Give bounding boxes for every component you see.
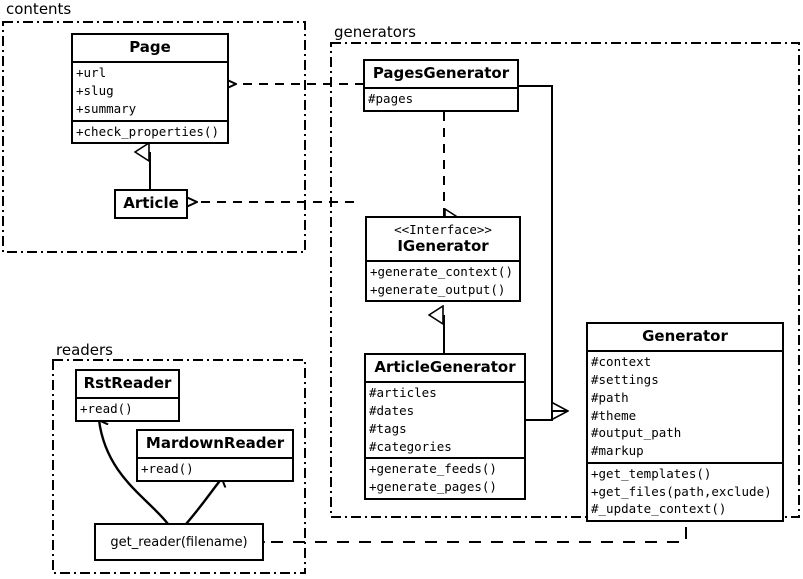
class-methods-page: +check_properties() xyxy=(73,122,227,143)
method: +get_templates() xyxy=(591,465,712,481)
attribute: #articles xyxy=(369,385,437,401)
class-attributes-generator: #context #settings #path #theme #output_… xyxy=(588,352,782,462)
class-methods-rst-reader: +read() xyxy=(77,399,178,420)
package-label-readers: readers xyxy=(54,341,115,359)
function-name-get-reader: get_reader(filename) xyxy=(110,534,248,550)
class-name-page: Page xyxy=(129,38,171,56)
attribute: +summary xyxy=(76,100,137,116)
class-box-article-generator[interactable]: ArticleGenerator #articles #dates #tags … xyxy=(364,353,526,500)
class-name-generator: Generator xyxy=(642,327,728,345)
method: +generate_pages() xyxy=(369,479,497,494)
attribute: #tags xyxy=(369,420,407,436)
class-name-article-generator: ArticleGenerator xyxy=(374,358,516,376)
attribute: #output_path xyxy=(591,425,682,441)
method: +generate_feeds() xyxy=(369,461,497,477)
class-box-article[interactable]: Article xyxy=(114,189,188,220)
class-attributes-pages-generator: #pages xyxy=(365,89,517,110)
class-attributes-article-generator: #articles #dates #tags #categories xyxy=(366,383,524,457)
class-box-generator[interactable]: Generator #context #settings #path #them… xyxy=(586,322,784,522)
class-stereotype-igenerator: <<Interface>> xyxy=(394,222,492,237)
class-name-article: Article xyxy=(123,194,179,212)
attribute: +url xyxy=(76,65,107,81)
class-methods-igenerator: +generate_context() +generate_output() xyxy=(367,262,519,301)
attribute: #markup xyxy=(591,443,644,458)
method: +generate_output() xyxy=(370,281,506,297)
attribute: #settings xyxy=(591,372,659,387)
class-box-rst-reader[interactable]: RstReader +read() xyxy=(75,369,180,422)
attribute: #pages xyxy=(368,91,414,107)
class-methods-mardown-reader: +read() xyxy=(138,459,292,480)
class-attributes-page: +url +slug +summary xyxy=(73,63,227,119)
attribute: #dates xyxy=(369,403,415,418)
class-box-igenerator[interactable]: <<Interface>> IGenerator +generate_conte… xyxy=(365,216,521,303)
class-box-pages-generator[interactable]: PagesGenerator #pages xyxy=(363,59,519,112)
relation-getreader-to-mardownreader xyxy=(185,478,222,525)
class-methods-generator: +get_templates() +get_files(path,exclude… xyxy=(588,464,782,520)
method: +check_properties() xyxy=(76,123,219,139)
class-name-text-igenerator: IGenerator xyxy=(397,236,489,255)
package-label-generators: generators xyxy=(332,23,418,41)
attribute: #categories xyxy=(369,438,452,454)
class-box-mardown-reader[interactable]: MardownReader +read() xyxy=(136,429,294,482)
attribute: #theme xyxy=(591,407,637,423)
function-box-get-reader[interactable]: get_reader(filename) xyxy=(94,523,264,561)
attribute: #context xyxy=(591,354,652,370)
class-methods-article-generator: +generate_feeds() +generate_pages() xyxy=(366,459,524,498)
method: #_update_context() xyxy=(591,501,727,517)
class-name-igenerator: <<Interface>> IGenerator xyxy=(367,218,519,260)
relation-pagesgenerator-inherits-generator xyxy=(519,85,568,411)
attribute: #path xyxy=(591,389,629,405)
class-name-mardown-reader: MardownReader xyxy=(145,434,285,452)
method: +get_files(path,exclude) xyxy=(591,483,772,499)
method: +read() xyxy=(141,461,194,477)
class-box-page[interactable]: Page +url +slug +summary +check_properti… xyxy=(71,33,229,145)
class-name-rst-reader: RstReader xyxy=(83,374,172,392)
package-label-contents: contents xyxy=(4,0,74,18)
attribute: +slug xyxy=(76,83,114,98)
method: +generate_context() xyxy=(370,263,513,279)
relation-articlegenerator-inherits-generator xyxy=(526,410,568,421)
method: +read() xyxy=(80,401,133,417)
class-name-pages-generator: PagesGenerator xyxy=(372,64,510,82)
